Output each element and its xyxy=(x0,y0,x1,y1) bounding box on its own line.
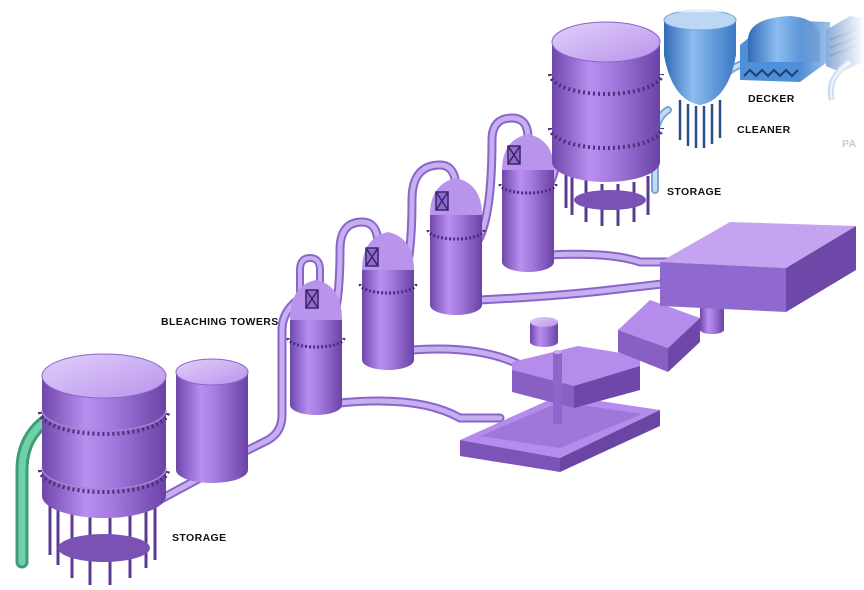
cut-off-label: PA xyxy=(842,138,857,150)
bleaching-tower-1 xyxy=(286,280,346,415)
small-storage-tank xyxy=(175,358,249,483)
storage-left-label: STORAGE xyxy=(172,532,227,544)
bleaching-towers-label: BLEACHING TOWERS xyxy=(161,316,279,328)
decker-label: DECKER xyxy=(748,93,795,105)
right-storage-tank xyxy=(548,21,664,226)
cleaner-label: CLEANER xyxy=(737,124,791,136)
right-edge-fade xyxy=(800,0,864,180)
top-edge-fade xyxy=(640,0,864,12)
storage-right-label: STORAGE xyxy=(667,186,722,198)
bleaching-tower-3 xyxy=(426,178,486,315)
chemical-building-large xyxy=(660,222,856,312)
left-storage-tank xyxy=(38,353,170,585)
washer-vat-building xyxy=(460,317,660,472)
bleaching-tower-2 xyxy=(358,232,418,370)
bleaching-tower-4 xyxy=(498,134,558,272)
cleaner-unit xyxy=(663,9,737,148)
